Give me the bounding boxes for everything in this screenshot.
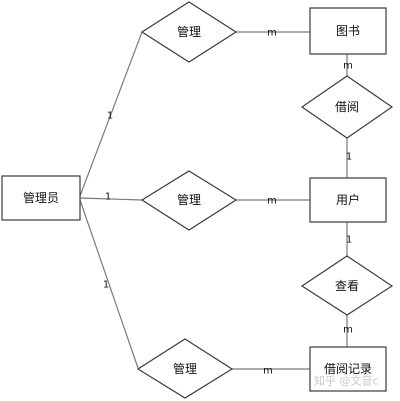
card-manage-record-record: m [263, 366, 273, 377]
relationship-view-label: 查看 [335, 279, 359, 293]
card-admin-manage-record: 1 [103, 280, 109, 291]
entity-admin: 管理员 [1, 175, 81, 221]
entity-user: 用户 [309, 177, 387, 223]
entity-admin-label: 管理员 [23, 190, 59, 205]
entity-record: 借阅记录 [309, 346, 387, 392]
relationship-manage-user: 管理 [140, 170, 238, 231]
relationship-view: 查看 [300, 255, 394, 316]
card-borrow-user: 1 [346, 152, 352, 163]
relationship-manage-book-label: 管理 [177, 24, 201, 39]
relationship-borrow: 借阅 [300, 75, 394, 139]
entity-user-label: 用户 [336, 192, 360, 207]
connector-lines [79, 31, 348, 370]
relationship-manage-record-label: 管理 [173, 361, 197, 376]
card-book-borrow: m [343, 61, 353, 72]
card-admin-manage-book: 1 [107, 111, 113, 122]
relationship-manage-book: 管理 [140, 1, 238, 63]
card-manage-user-user: m [267, 196, 277, 207]
entity-record-label: 借阅记录 [324, 362, 372, 376]
entity-book: 图书 [309, 7, 387, 55]
card-manage-book-book: m [267, 28, 277, 39]
line-admin-manage-book [79, 31, 143, 197]
card-admin-manage-user: 1 [105, 192, 111, 203]
line-admin-manage-record [79, 199, 139, 369]
relationship-borrow-label: 借阅 [335, 100, 359, 114]
card-user-view: 1 [346, 235, 352, 246]
relationship-manage-user-label: 管理 [177, 192, 201, 207]
card-view-record: m [343, 325, 353, 336]
relationship-manage-record: 管理 [136, 338, 234, 399]
line-admin-manage-user [79, 197, 143, 201]
watermark-text: 知乎 @文音c [314, 374, 379, 388]
entity-book-label: 图书 [336, 24, 360, 38]
cardinality-labels: 1 m 1 m 1 m m 1 1 m [103, 28, 353, 377]
